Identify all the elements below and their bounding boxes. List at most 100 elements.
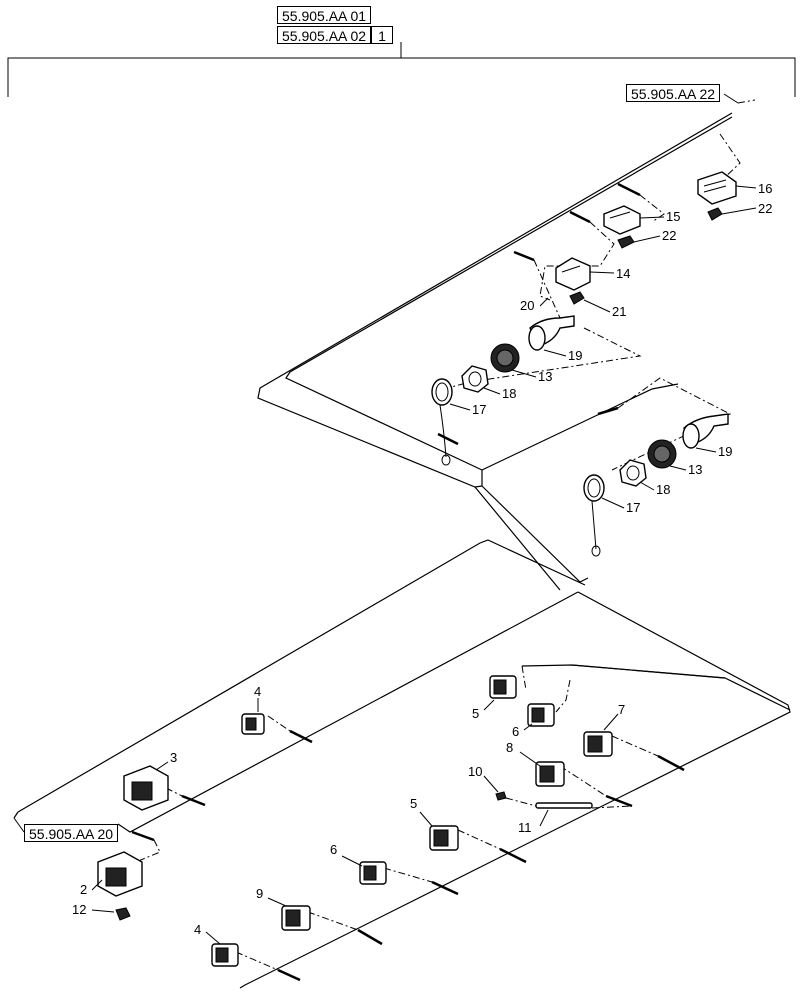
connector-part-4a[interactable]	[241, 713, 265, 735]
nut-part-18b[interactable]	[619, 459, 647, 487]
callout-13b: 13	[688, 462, 702, 477]
breakout-5b	[499, 847, 527, 864]
dash-8	[559, 765, 607, 797]
cap-part-17a[interactable]	[431, 378, 453, 466]
callout-2: 2	[80, 882, 87, 897]
dash-2	[135, 839, 161, 863]
dash-5b	[457, 829, 501, 850]
upper-harness-outer	[257, 112, 733, 488]
connector-part-3[interactable]	[123, 765, 169, 811]
breakout-4a	[289, 729, 313, 744]
callout-18b: 18	[656, 482, 670, 497]
ref-box-right[interactable]: 55.905.AA 22	[626, 84, 721, 102]
leader-6b	[341, 855, 363, 867]
connector-part-9[interactable]	[281, 905, 311, 931]
callout-13a: 13	[538, 369, 552, 384]
connector-part-5a[interactable]	[489, 675, 517, 699]
dash-4a	[267, 715, 291, 732]
callout-4b: 4	[194, 922, 201, 937]
leader-6a	[523, 723, 533, 731]
callout-5b: 5	[410, 796, 417, 811]
leader-17a	[449, 403, 471, 411]
callout-17b: 17	[626, 500, 640, 515]
breakout-13b	[597, 406, 619, 416]
connector-part-2[interactable]	[97, 851, 143, 897]
lower-right-outer	[239, 591, 791, 989]
receptacle-part-13b[interactable]	[647, 439, 677, 469]
leader-3	[155, 761, 169, 771]
leader-8	[519, 751, 541, 767]
dash-13a	[439, 327, 642, 391]
leader-13a	[511, 369, 537, 378]
leader-11	[539, 809, 549, 827]
connector-part-16[interactable]	[697, 171, 737, 205]
boot-part-19b[interactable]	[682, 413, 729, 449]
ref-22-leader	[723, 93, 739, 104]
leader-7	[603, 713, 619, 731]
breakout-3	[181, 794, 206, 807]
callout-11: 11	[518, 820, 532, 835]
leader-18b	[639, 481, 655, 491]
connector-part-8[interactable]	[535, 761, 565, 787]
callout-12: 12	[72, 902, 86, 917]
breakout-4b	[277, 968, 301, 982]
lower-left-inner	[117, 591, 579, 833]
receptacle-part-13a[interactable]	[490, 343, 520, 373]
connector-part-6a[interactable]	[527, 703, 555, 727]
dash-6b	[383, 867, 433, 883]
leader-13b	[669, 465, 687, 471]
breakout-2	[131, 830, 155, 842]
dash-10	[505, 797, 537, 807]
callout-6a: 6	[512, 724, 519, 739]
ref-20-leader	[13, 817, 25, 833]
dash-6a	[555, 679, 571, 713]
callout-18a: 18	[502, 386, 516, 401]
callout-19a: 19	[568, 348, 582, 363]
terminal-part-10[interactable]	[495, 791, 507, 801]
leader-9	[267, 897, 287, 907]
terminal-part-22b[interactable]	[617, 235, 635, 249]
dash-5a	[521, 665, 527, 691]
boot-part-19a[interactable]	[528, 315, 575, 351]
leader-10	[483, 775, 499, 793]
left-end-a	[13, 811, 19, 819]
connector-part-7[interactable]	[583, 731, 613, 757]
callout-20: 20	[520, 298, 534, 313]
terminal-part-21[interactable]	[569, 291, 585, 305]
leader-5a	[483, 699, 495, 711]
lower-right-branch	[571, 664, 726, 679]
ref-box-top-2[interactable]: 55.905.AA 02	[277, 26, 372, 44]
connector-part-15[interactable]	[603, 205, 641, 235]
terminal-part-22a[interactable]	[707, 207, 723, 221]
callout-14: 14	[616, 266, 630, 281]
leader-22a	[721, 207, 757, 215]
quantity-box: 1	[371, 26, 393, 44]
breakout-14	[569, 210, 591, 224]
dash-4b	[235, 951, 279, 971]
cap-part-17b[interactable]	[583, 474, 605, 557]
seal-part-11[interactable]	[535, 802, 593, 809]
connector-part-4b[interactable]	[211, 943, 239, 967]
ref-box-top-1[interactable]: 55.905.AA 01	[277, 6, 372, 24]
dash-7	[611, 735, 659, 757]
callout-4a: 4	[254, 684, 261, 699]
ref-box-left[interactable]: 55.905.AA 20	[24, 824, 119, 842]
leader-14	[589, 271, 615, 274]
cross-wire-b	[474, 486, 561, 591]
connector-part-6b[interactable]	[359, 861, 387, 885]
connector-part-5b[interactable]	[429, 825, 459, 851]
leader-18a	[483, 387, 501, 395]
leader-4b	[205, 931, 221, 945]
leader-19a	[543, 349, 567, 357]
leader-5b	[419, 811, 433, 827]
connector-part-14[interactable]	[555, 257, 591, 291]
callout-3: 3	[170, 750, 177, 765]
breakout-15	[617, 182, 641, 197]
leader-12	[91, 909, 115, 913]
callout-8: 8	[506, 740, 513, 755]
terminal-part-12[interactable]	[115, 907, 131, 921]
callout-22a: 22	[758, 201, 772, 216]
nut-part-18a[interactable]	[461, 365, 489, 393]
callout-6b: 6	[330, 842, 337, 857]
